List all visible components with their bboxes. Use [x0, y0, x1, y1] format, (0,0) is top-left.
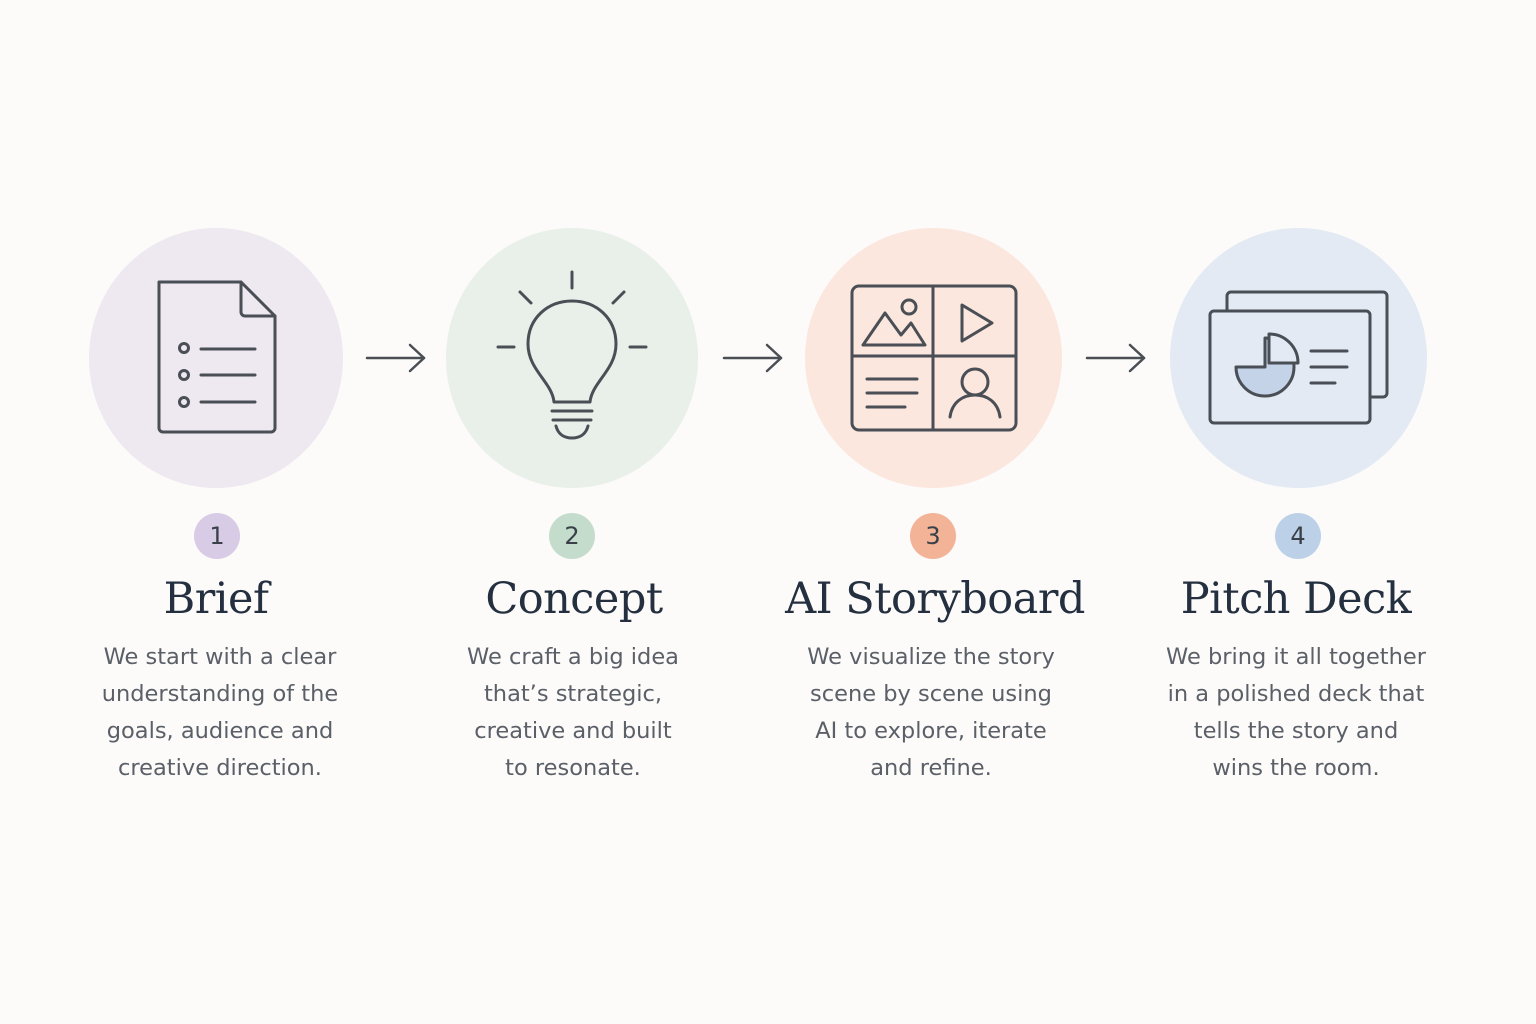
- arrow-right-icon: [1085, 343, 1146, 373]
- description-line: goals, audience and: [106, 718, 334, 744]
- document-list-icon: [157, 280, 277, 434]
- step-2-description: We craft a big idea that’s strategic, cr…: [413, 639, 733, 787]
- description-line: scene by scene using: [810, 681, 1052, 707]
- step-1-number-badge: 1: [194, 513, 240, 559]
- description-line: and refine.: [870, 755, 992, 781]
- description-line: creative direction.: [118, 755, 322, 781]
- storyboard-grid-icon: [850, 284, 1017, 432]
- description-line: to resonate.: [505, 755, 641, 781]
- step-3-circle: [805, 228, 1062, 488]
- step-4-description: We bring it all together in a polished d…: [1136, 639, 1456, 787]
- step-1-circle: [89, 228, 343, 488]
- description-line: wins the room.: [1212, 755, 1380, 781]
- description-line: in a polished deck that: [1167, 681, 1425, 707]
- step-1-title: Brief: [163, 574, 269, 624]
- description-line: tells the story and: [1193, 718, 1399, 744]
- description-line: We start with a clear: [103, 644, 337, 670]
- step-3-title: AI Storyboard: [785, 574, 1085, 624]
- presentation-slides-icon: [1208, 290, 1388, 425]
- step-3-description: We visualize the story scene by scene us…: [771, 639, 1091, 787]
- description-line: understanding of the: [101, 681, 339, 707]
- step-4-circle: [1170, 228, 1427, 488]
- step-2-number-badge: 2: [549, 513, 595, 559]
- description-line: AI to explore, iterate: [815, 718, 1047, 744]
- description-line: creative and built: [474, 718, 672, 744]
- description-line: We bring it all together: [1166, 644, 1426, 670]
- description-line: that’s strategic,: [483, 681, 663, 707]
- arrow-right-icon: [365, 343, 426, 373]
- step-2-circle: [446, 228, 698, 488]
- step-2-title: Concept: [485, 574, 663, 624]
- description-line: We craft a big idea: [467, 644, 679, 670]
- step-4-title: Pitch Deck: [1180, 574, 1412, 624]
- step-1-description: We start with a clear understanding of t…: [60, 639, 380, 787]
- description-line: We visualize the story: [807, 644, 1055, 670]
- step-4-number-badge: 4: [1275, 513, 1321, 559]
- lightbulb-icon: [496, 270, 648, 440]
- step-3-number-badge: 3: [910, 513, 956, 559]
- arrow-right-icon: [722, 343, 783, 373]
